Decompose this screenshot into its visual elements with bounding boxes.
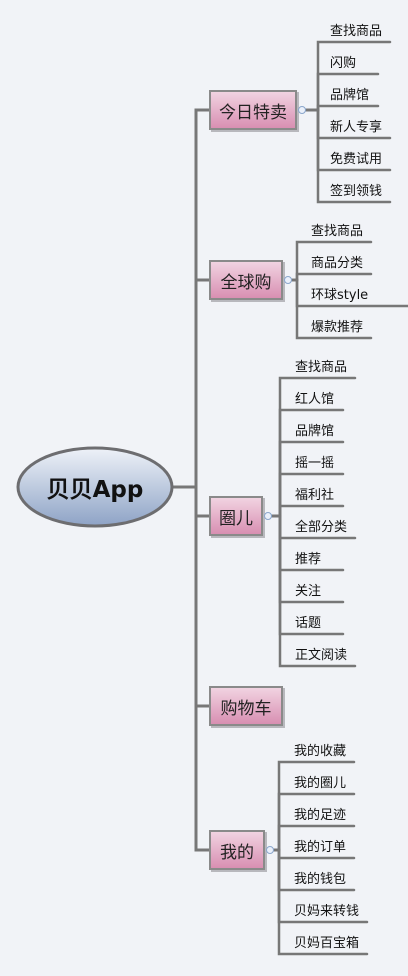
leaf-global-buy-2[interactable]: 商品分类 xyxy=(311,256,364,271)
leaf-mine-1[interactable]: 我的收藏 xyxy=(294,744,347,759)
leaf-today-sale-1[interactable]: 查找商品 xyxy=(330,24,383,39)
leaf-circle-10[interactable]: 正文阅读 xyxy=(295,648,348,663)
leaf-mine-7[interactable]: 贝妈百宝箱 xyxy=(294,936,360,951)
collapse-toggle-icon[interactable] xyxy=(298,106,306,114)
leaf-mine-3[interactable]: 我的足迹 xyxy=(294,808,347,823)
branch-label: 购物车 xyxy=(220,698,272,719)
leaf-connector xyxy=(290,278,373,340)
collapse-toggle-icon[interactable] xyxy=(264,512,272,520)
leaf-global-buy-3[interactable]: 环球style xyxy=(311,288,369,303)
root-ellipse xyxy=(16,446,174,528)
branch-cart[interactable]: 购物车 xyxy=(209,686,283,726)
root-node[interactable]: 贝贝App xyxy=(16,446,174,528)
collapse-toggle-icon[interactable] xyxy=(284,276,292,284)
leaf-mine-6[interactable]: 贝妈来转钱 xyxy=(294,904,360,919)
leaf-global-buy-1[interactable]: 查找商品 xyxy=(311,224,364,239)
branch-label: 我的 xyxy=(220,842,254,863)
leaf-circle-5[interactable]: 福利社 xyxy=(295,488,335,503)
leaf-circle-2[interactable]: 红人馆 xyxy=(295,392,335,407)
branch-label: 今日特卖 xyxy=(219,102,287,123)
branch-mine[interactable]: 我的 xyxy=(209,830,265,870)
leaf-connector xyxy=(290,272,373,282)
connector-mine xyxy=(172,485,211,852)
branch-circle[interactable]: 圈儿 xyxy=(209,496,263,536)
leaf-today-sale-2[interactable]: 闪购 xyxy=(330,56,357,71)
leaf-mine-4[interactable]: 我的订单 xyxy=(294,840,347,855)
leaf-circle-9[interactable]: 话题 xyxy=(295,616,322,631)
connector-global-buy xyxy=(172,278,211,489)
leaf-circle-4[interactable]: 摇一摇 xyxy=(295,456,335,471)
leaf-circle-6[interactable]: 全部分类 xyxy=(295,520,348,535)
collapse-toggle-icon[interactable] xyxy=(266,846,274,854)
leaf-connector xyxy=(270,504,345,518)
branch-label: 圈儿 xyxy=(219,508,253,529)
leaf-circle-1[interactable]: 查找商品 xyxy=(295,360,348,375)
connector-cart xyxy=(172,485,211,708)
branch-today-sale[interactable]: 今日特卖 xyxy=(209,90,297,130)
leaf-connector xyxy=(270,514,357,668)
leaf-circle-7[interactable]: 推荐 xyxy=(295,552,322,567)
leaf-circle-8[interactable]: 关注 xyxy=(295,584,322,599)
leaf-today-sale-6[interactable]: 签到领钱 xyxy=(330,184,383,199)
leaf-global-buy-4[interactable]: 爆款推荐 xyxy=(311,320,364,335)
branch-global-buy[interactable]: 全球购 xyxy=(209,260,283,300)
leaf-today-sale-5[interactable]: 免费试用 xyxy=(330,152,383,167)
leaf-connector xyxy=(304,108,392,204)
leaf-today-sale-4[interactable]: 新人专享 xyxy=(330,120,383,135)
leaf-today-sale-3[interactable]: 品牌馆 xyxy=(330,88,370,103)
leaf-circle-3[interactable]: 品牌馆 xyxy=(295,424,335,439)
connector-today-sale xyxy=(172,108,211,489)
connector-circle xyxy=(172,485,211,518)
leaf-mine-5[interactable]: 我的钱包 xyxy=(294,872,347,887)
branch-label: 全球购 xyxy=(220,272,272,293)
leaf-mine-2[interactable]: 我的圈儿 xyxy=(294,776,347,791)
leaf-connector xyxy=(272,848,369,956)
root-label: 贝贝App xyxy=(46,477,144,503)
